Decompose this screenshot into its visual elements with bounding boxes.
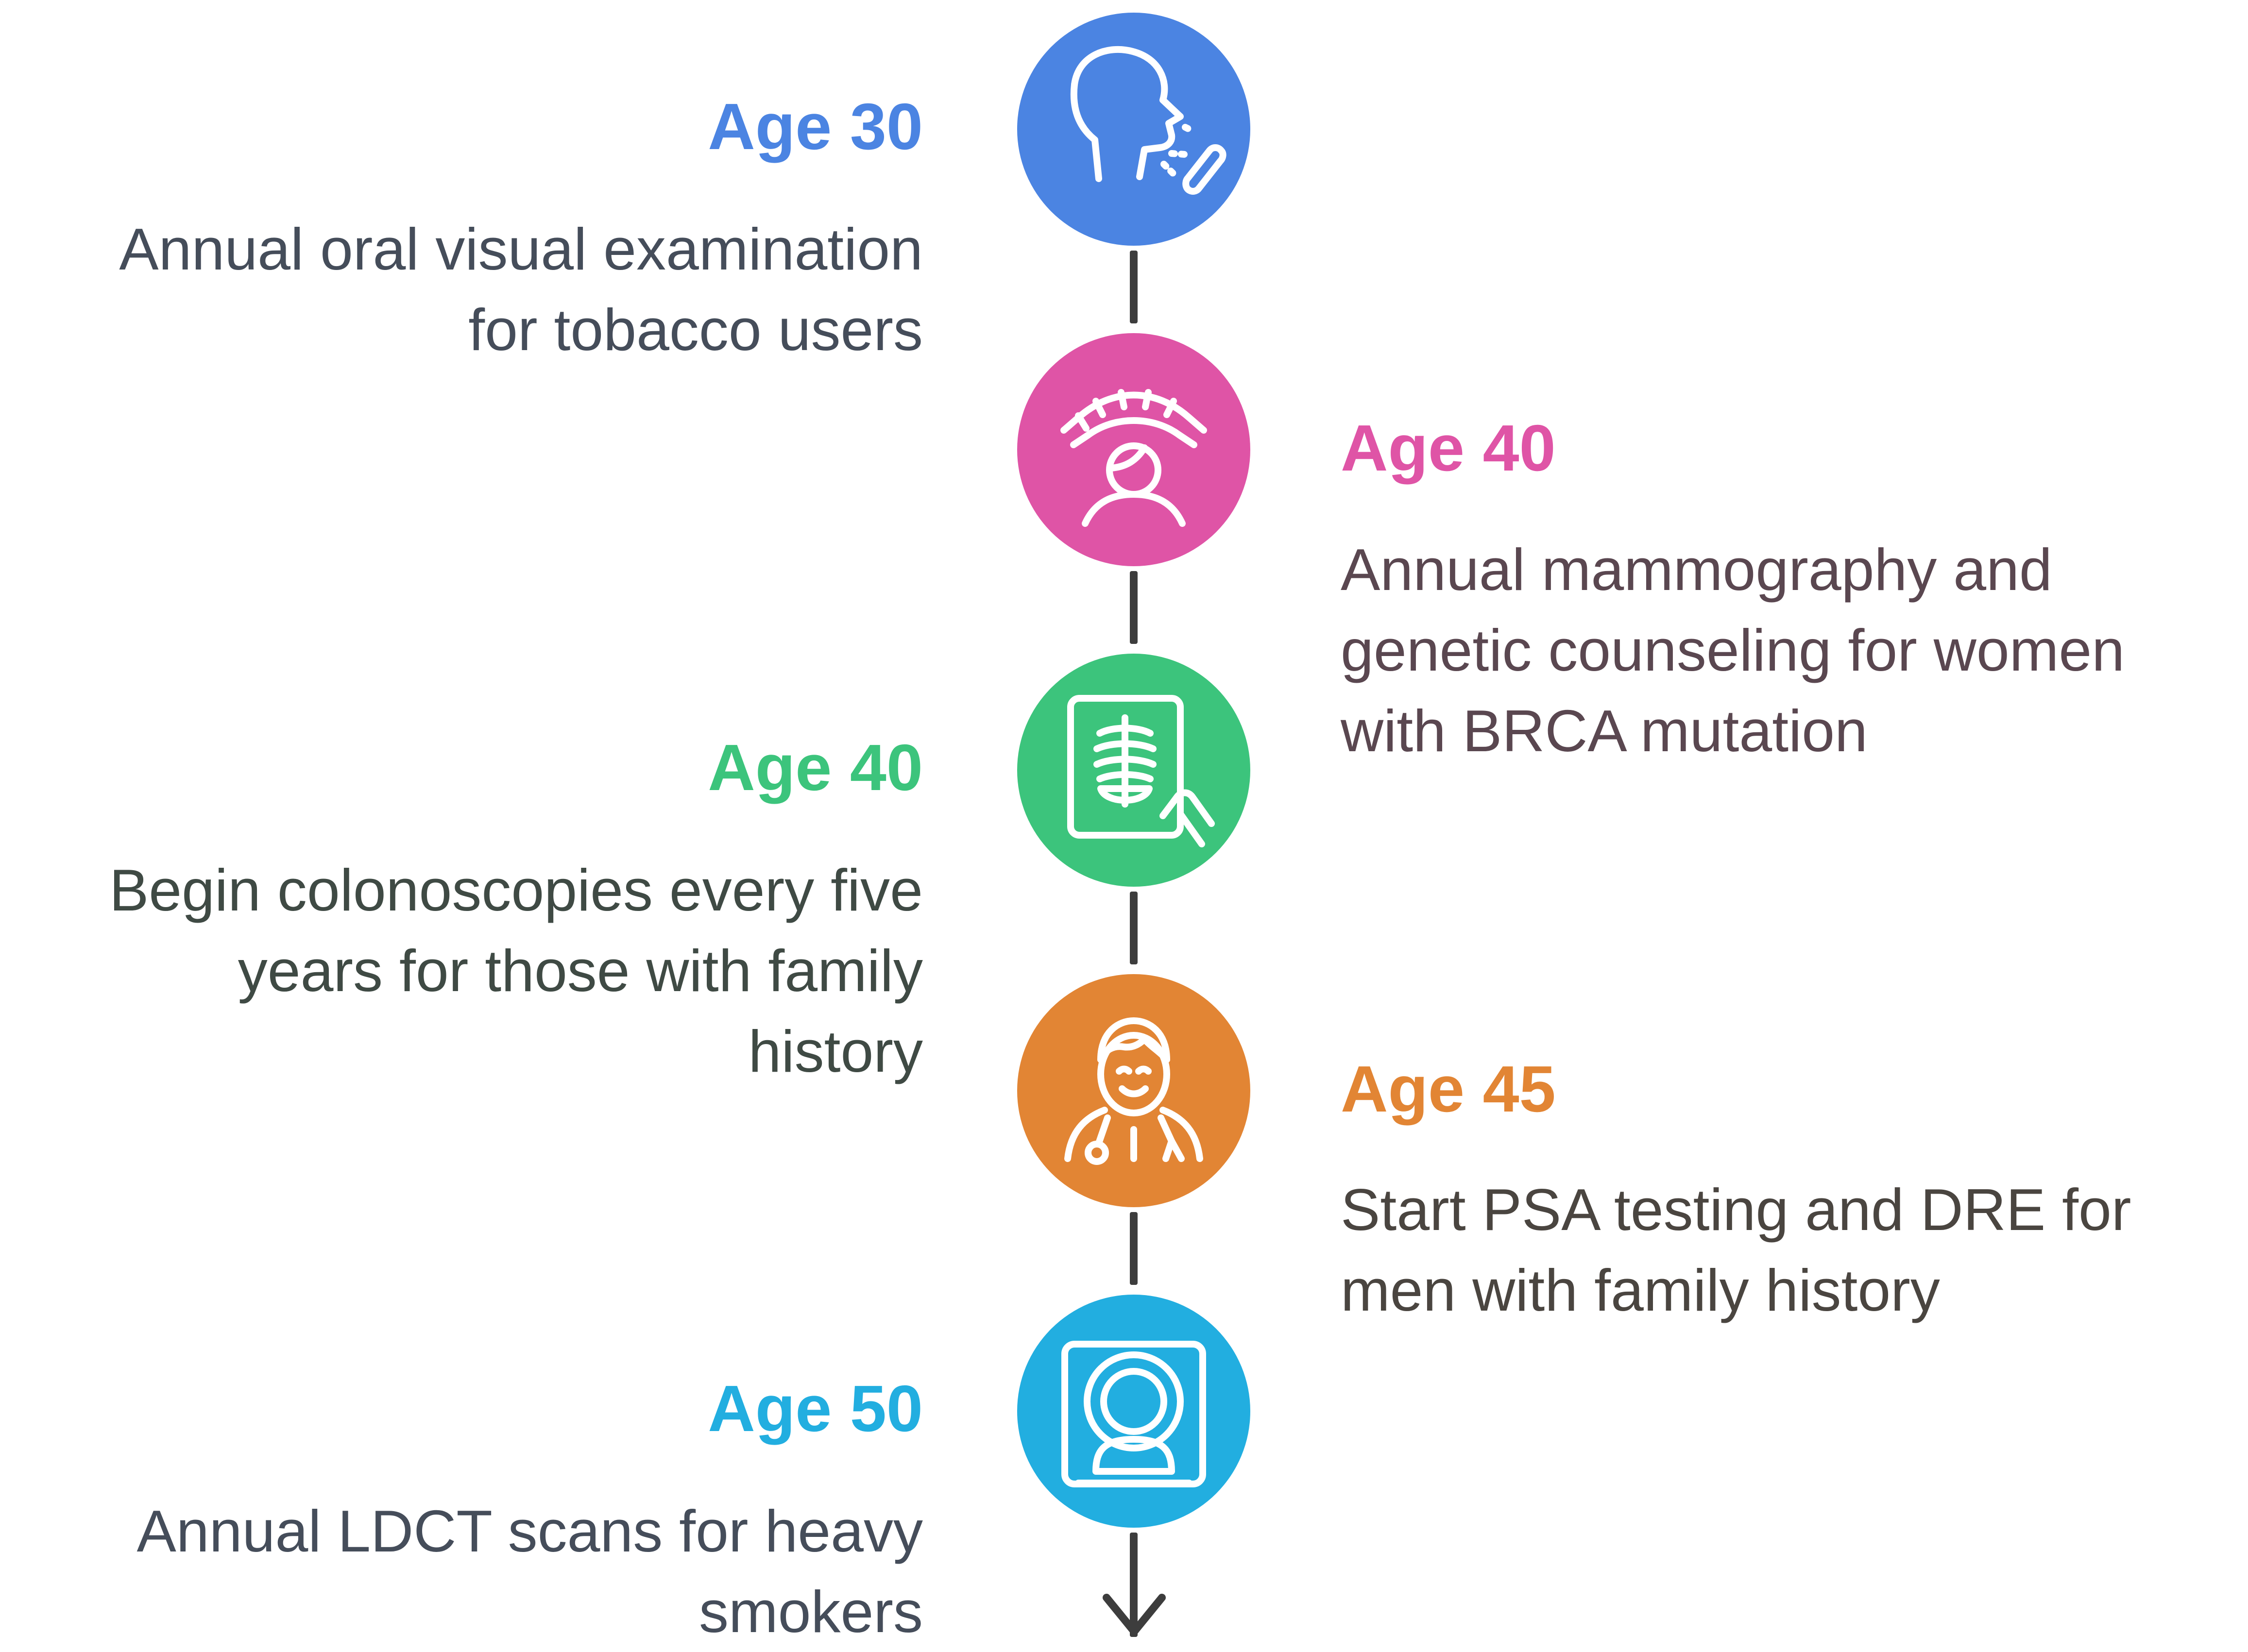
step-4-description: Start PSA testing and DRE for men with f… [1341,1169,2244,1331]
step-3-description: Begin colonoscopies every five years for… [19,850,923,1092]
step-2-age: Age 40 [1341,411,1556,485]
step-5-age: Age 50 [708,1372,923,1445]
oral-exam-icon [1070,46,1226,195]
mammography-icon [1060,389,1207,527]
timeline-connector [1130,1212,1138,1285]
step-1-description: Annual oral visual examination for tobac… [19,209,923,370]
doctor-icon [1064,1017,1203,1165]
step-1-age: Age 30 [708,90,923,163]
step-2-circle [1017,333,1250,566]
description-line: men with family history [1341,1257,1940,1323]
description-line: years for those with family [238,938,923,1004]
timeline-connector [1130,892,1138,964]
step-4-circle [1017,974,1250,1207]
timeline-arrow-icon [1103,1594,1166,1635]
description-line: smokers [699,1579,923,1645]
description-line: Begin colonoscopies every five [109,857,923,923]
description-line: for tobacco users [468,297,923,363]
step-1-circle [1017,13,1250,246]
step-5-description: Annual LDCT scans for heavy smokers [19,1491,923,1652]
description-line: Start PSA testing and DRE for [1341,1177,2131,1243]
timeline-connector [1130,251,1138,323]
description-line: with BRCA mutation [1341,698,1868,764]
description-line: history [748,1018,923,1084]
step-3-age: Age 40 [708,731,923,804]
step-5-circle [1017,1295,1250,1528]
description-line: genetic counseling for women [1341,617,2125,683]
step-4-age: Age 45 [1341,1052,1556,1126]
timeline-connector [1130,571,1138,644]
timeline-connector [1130,1533,1138,1637]
ct-scanner-icon [1061,1341,1206,1487]
step-2-description: Annual mammography and genetic counselin… [1341,529,2244,771]
xray-tablet-icon [1067,695,1215,847]
step-3-circle [1017,654,1250,887]
description-line: Annual LDCT scans for heavy [136,1498,923,1564]
description-line: Annual oral visual examination [119,216,923,282]
description-line: Annual mammography and [1341,537,2052,603]
